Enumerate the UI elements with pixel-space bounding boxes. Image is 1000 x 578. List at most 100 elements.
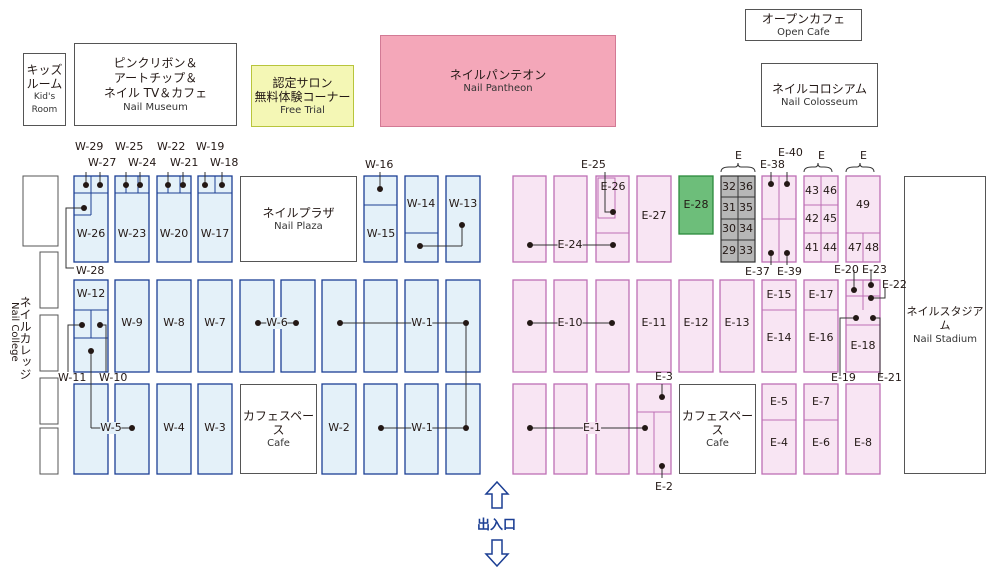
booth-label: E-14 — [766, 331, 792, 344]
nail-colosseum: ネイルコロシアム Nail Colosseum — [761, 63, 878, 127]
free-trial-en: Free Trial — [280, 104, 325, 116]
booth-label: W-12 — [76, 287, 106, 300]
booth-label: W-23 — [117, 227, 147, 240]
booth-label: W-8 — [163, 316, 185, 329]
booth-label: W-7 — [204, 316, 226, 329]
e28-booth — [678, 175, 714, 235]
booth-number: 33 — [739, 244, 753, 257]
brace-label: E — [735, 149, 742, 162]
booth-label: W-3 — [204, 421, 226, 434]
booth-label: E-40 — [778, 146, 803, 159]
booth-label: W-19 — [196, 140, 225, 153]
booth-label: E-16 — [808, 331, 834, 344]
booth-label: E-27 — [641, 209, 667, 222]
booth-label: W-4 — [163, 421, 185, 434]
booth-number: 31 — [722, 201, 736, 214]
booth-label: W-13 — [448, 197, 478, 210]
nail-museum: ピンクリボン＆ アートチップ＆ ネイル TV＆カフェ Nail Museum — [74, 43, 237, 126]
booth-label: E-24 — [557, 238, 583, 251]
booth-label: E-21 — [877, 371, 902, 384]
open-cafe: オープンカフェ Open Cafe — [745, 9, 862, 41]
booth-label: E-8 — [854, 436, 872, 449]
booth-label: 49 — [856, 198, 870, 211]
nail-colosseum-en: Nail Colosseum — [781, 96, 858, 108]
nail-colosseum-ja: ネイルコロシアム — [772, 81, 867, 96]
booth-number: 42 — [805, 212, 819, 225]
free-trial-ja: 認定サロン 無料体験コーナー — [254, 75, 351, 104]
booth-label: W-6 — [266, 316, 288, 329]
nail-pantheon: ネイルパンテオン Nail Pantheon — [380, 35, 616, 127]
booth-number: 34 — [739, 222, 753, 235]
nail-museum-ja: ピンクリボン＆ アートチップ＆ ネイル TV＆カフェ — [103, 55, 208, 100]
booth-label: W-2 — [328, 421, 350, 434]
booth-label: W-28 — [76, 264, 105, 277]
nail-stadium-ja: ネイルスタジアム — [906, 305, 984, 332]
cafe-west-ja: カフェスペース — [242, 408, 315, 437]
booth-label: E-7 — [812, 395, 830, 408]
booth-label: E-6 — [812, 436, 830, 449]
booth-label: W-9 — [121, 316, 143, 329]
booth-label: W-16 — [365, 158, 394, 171]
booth-number: 29 — [722, 244, 736, 257]
booth-label: E-37 — [745, 265, 770, 278]
cafe-west-en: Cafe — [267, 437, 290, 449]
booth-label: E-39 — [777, 265, 802, 278]
nail-plaza-ja: ネイルプラザ — [262, 205, 335, 220]
booth-label: W-11 — [58, 371, 87, 384]
booth-label: W-21 — [170, 156, 199, 169]
cafe-east-ja: カフェスペース — [681, 408, 754, 437]
booth-label: W-20 — [159, 227, 189, 240]
booth-number: 30 — [722, 222, 736, 235]
cafe-east-en: Cafe — [706, 437, 729, 449]
open-cafe-en: Open Cafe — [777, 26, 830, 38]
booth-label: E-17 — [808, 288, 834, 301]
booth-label: W-24 — [128, 156, 157, 169]
booth-label: W-1 — [411, 421, 433, 434]
booth-number: 43 — [805, 184, 819, 197]
nail-pantheon-en: Nail Pantheon — [463, 82, 533, 94]
booth-number: 36 — [739, 180, 753, 193]
booth-label: W-17 — [200, 227, 230, 240]
booth-label: E-12 — [683, 316, 709, 329]
booth-label: E-15 — [766, 288, 792, 301]
booth-label: W-29 — [75, 140, 104, 153]
booth-label: E-20 — [834, 263, 859, 276]
nail-museum-en: Nail Museum — [123, 101, 188, 113]
free-trial: 認定サロン 無料体験コーナー Free Trial — [251, 65, 354, 127]
booth-number: 41 — [805, 241, 819, 254]
booth-label: 47 — [848, 241, 862, 254]
booth-label: E-4 — [770, 436, 788, 449]
booth-label: E-23 — [862, 263, 887, 276]
nail-plaza: ネイルプラザ Nail Plaza — [240, 176, 357, 262]
booth-label: W-1 — [411, 316, 433, 329]
nail-stadium-en: Nail Stadium — [913, 334, 977, 345]
brace-label: E — [818, 149, 825, 162]
nail-stadium: ネイルスタジアム Nail Stadium — [904, 176, 986, 474]
booth-label: E-5 — [770, 395, 788, 408]
brace-label: E — [860, 149, 867, 162]
kids-room-ja: キッズ ルーム — [26, 62, 63, 91]
nail-pantheon-ja: ネイルパンテオン — [449, 67, 547, 82]
booth-label: W-14 — [406, 197, 436, 210]
booth-label: E-19 — [831, 371, 856, 384]
booth-number: 44 — [823, 241, 837, 254]
booth-label: W-18 — [210, 156, 239, 169]
open-cafe-ja: オープンカフェ — [761, 11, 846, 26]
booth-number: 35 — [739, 201, 753, 214]
nail-college-ja: ネイルカレッジ — [18, 296, 32, 380]
booth-label: E-28 — [683, 198, 709, 211]
entrance-arrows — [484, 480, 510, 568]
booth-number: 45 — [823, 212, 837, 225]
booth-label: E-18 — [850, 339, 876, 352]
nail-college-en: Nail College — [9, 302, 20, 362]
booth-label: E-26 — [600, 180, 626, 193]
kids-room-en: Kid's Room — [31, 91, 58, 115]
booth-label: E-25 — [581, 158, 606, 171]
booth-number: 46 — [823, 184, 837, 197]
booth-label: W-15 — [366, 227, 396, 240]
booth-label: W-27 — [88, 156, 117, 169]
entrance-label: 出入口 — [477, 518, 517, 533]
booth-label: E-13 — [724, 316, 750, 329]
